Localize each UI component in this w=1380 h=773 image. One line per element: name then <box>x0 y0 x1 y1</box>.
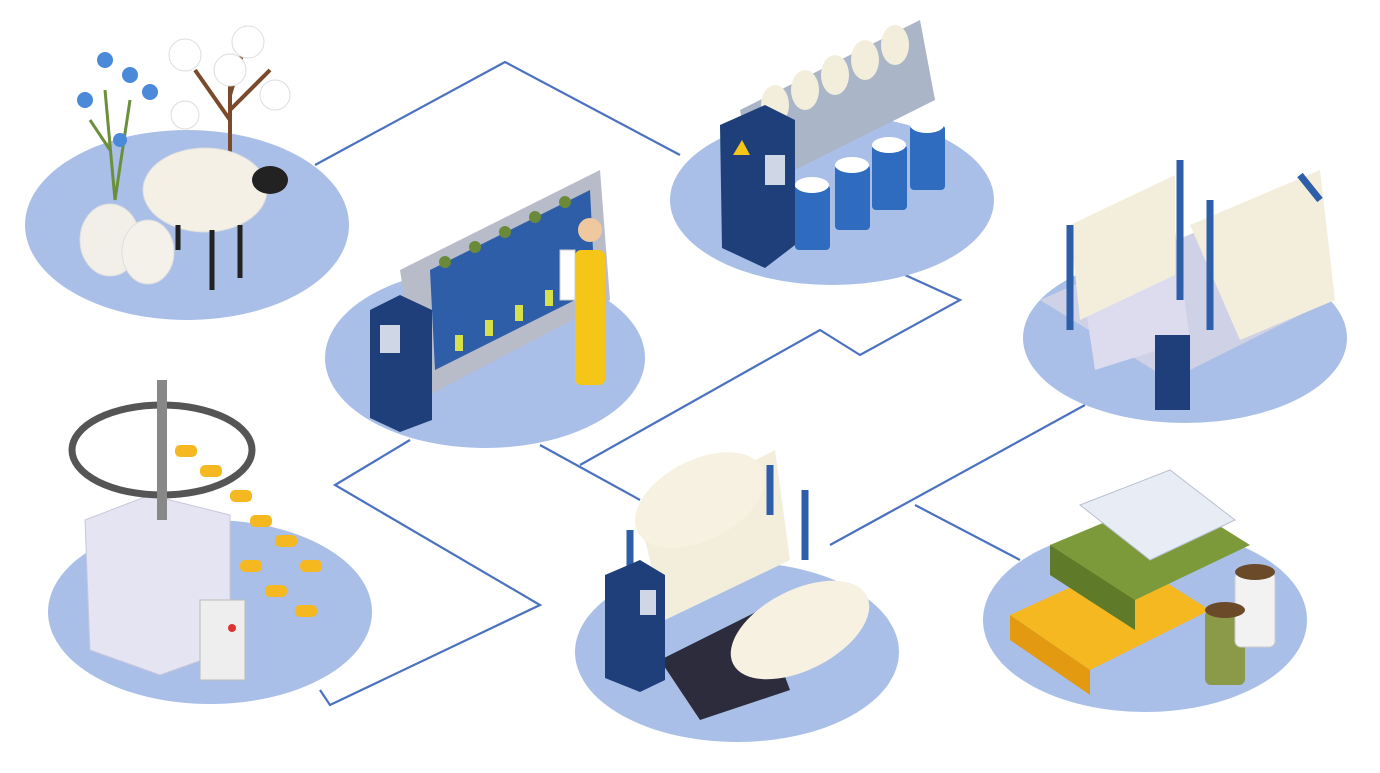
roving-frame-icon <box>720 20 945 268</box>
connector-line <box>539 444 641 501</box>
connector-line <box>579 273 963 466</box>
folded-fabric-and-thread-spools-icon <box>1010 469 1276 695</box>
fabric-rolling-machine-icon <box>605 450 870 720</box>
connector-line <box>314 60 681 166</box>
connector-line <box>829 404 1086 546</box>
circular-knitting-machine-icon <box>68 380 322 681</box>
spinning-frame-with-worker-icon <box>370 170 610 432</box>
loom-icon <box>1040 160 1335 410</box>
connector-line <box>914 504 1021 561</box>
connector-line <box>319 439 543 707</box>
sheep-cotton-flax-icon <box>77 25 291 290</box>
connector-lines <box>314 60 1086 707</box>
